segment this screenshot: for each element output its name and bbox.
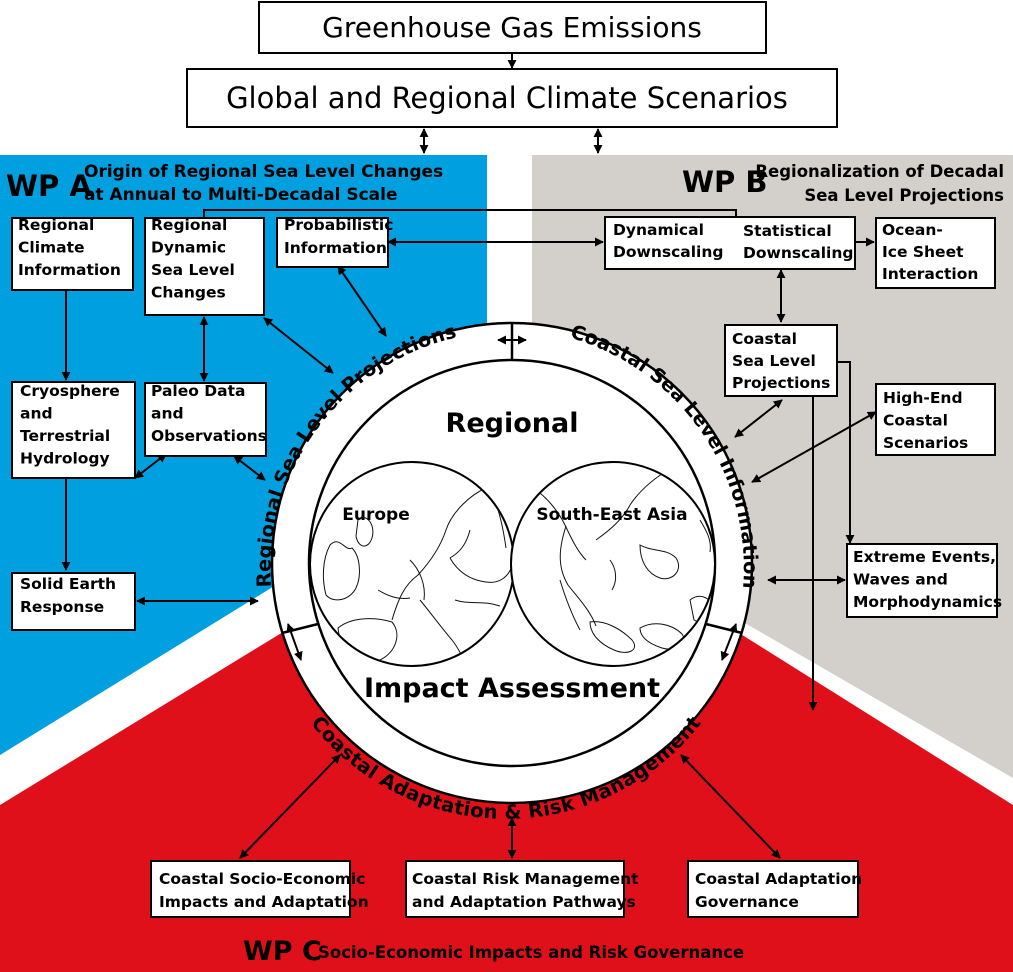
- box-label-line: High-End: [883, 389, 963, 407]
- wp-c-id: WP C: [243, 936, 322, 967]
- box-label-line: Changes: [151, 284, 226, 302]
- box-label-line: Waves and: [853, 571, 948, 589]
- connectors: [61, 53, 877, 859]
- box-label-line: Information: [284, 239, 387, 257]
- wp-c-title: Socio-Economic Impacts and Risk Governan…: [318, 943, 744, 962]
- box-label-line: Response: [20, 598, 104, 616]
- emissions-box: Greenhouse Gas Emissions: [258, 1, 767, 54]
- box-label-line: Interaction: [882, 265, 978, 283]
- wp-b-title-2: Sea Level Projections: [804, 186, 1004, 205]
- box-label-line: Climate: [18, 239, 85, 257]
- ring-arrow-left: [286, 623, 303, 661]
- box-label-line: Solid Earth: [20, 575, 116, 593]
- asia-map: South-East Asia: [510, 461, 716, 667]
- box-label-line: Dynamic: [151, 239, 226, 257]
- europe-map: Europe: [309, 461, 515, 667]
- center-top-label: Regional: [446, 408, 579, 439]
- wp-b-title-1: Regionalization of Decadal: [755, 162, 1004, 181]
- box-label-line: and: [151, 405, 184, 423]
- box-label: Coastal Risk Management and Adaptation Pa…: [412, 870, 639, 911]
- box-label-line: Coastal: [732, 330, 797, 348]
- box-label-line: Projections: [732, 374, 830, 392]
- ring-arrow-right: [720, 623, 738, 661]
- box-label-line: Dynamical: [613, 221, 704, 239]
- box-label-line: Terrestrial: [20, 427, 110, 445]
- europe-label: Europe: [342, 505, 409, 525]
- box-label-line: Coastal: [883, 412, 948, 430]
- box-label-line: and Adaptation Pathways: [412, 893, 636, 911]
- box-label-line: Downscaling: [613, 243, 724, 261]
- box-label-line: Sea Level: [151, 261, 235, 279]
- box-label-line: Paleo Data: [151, 382, 245, 400]
- wp-a-title-2: at Annual to Multi-Decadal Scale: [84, 185, 398, 205]
- box-label-line: Governance: [695, 893, 799, 911]
- scenarios-title: Global and Regional Climate Scenarios: [226, 81, 788, 115]
- box-label-line: Probabilistic: [284, 216, 393, 234]
- box-label-line: Coastal Adaptation: [695, 870, 862, 888]
- box-label-line: Downscaling: [743, 244, 854, 262]
- wp-a-title-1: Origin of Regional Sea Level Changes: [84, 162, 443, 182]
- center-bottom-label: Impact Assessment: [364, 673, 660, 704]
- box-label-line: Ice Sheet: [882, 243, 964, 261]
- box-label-line: Morphodynamics: [853, 593, 1002, 611]
- box-label-line: Scenarios: [883, 434, 968, 452]
- wp-a-id: WP A: [6, 169, 92, 203]
- scenarios-box: Global and Regional Climate Scenarios: [186, 68, 838, 128]
- box-label-line: Statistical: [743, 222, 832, 240]
- box-label-line: Hydrology: [20, 450, 110, 468]
- box-label-line: Extreme Events,: [853, 548, 996, 566]
- box-label-line: Regional: [18, 216, 94, 234]
- asia-label: South-East Asia: [536, 505, 687, 525]
- box-label-line: Observations: [151, 427, 267, 445]
- box-label-line: Ocean-: [882, 221, 943, 239]
- box-label-line: Coastal Risk Management: [412, 870, 639, 888]
- box-label-line: and: [20, 405, 53, 423]
- box-label-line: Information: [18, 261, 121, 279]
- box-label-line: Impacts and Adaptation: [159, 893, 369, 911]
- box-risk-management-pathways: Coastal Risk Management and Adaptation Pa…: [405, 860, 639, 918]
- box-label-line: Cryosphere: [20, 382, 120, 400]
- emissions-title: Greenhouse Gas Emissions: [322, 11, 702, 44]
- box-label-line: Sea Level: [732, 352, 816, 370]
- box-label-line: Coastal Socio-Economic: [159, 870, 365, 888]
- wp-b-id: WP B: [682, 165, 767, 199]
- box-label-line: Regional: [151, 216, 227, 234]
